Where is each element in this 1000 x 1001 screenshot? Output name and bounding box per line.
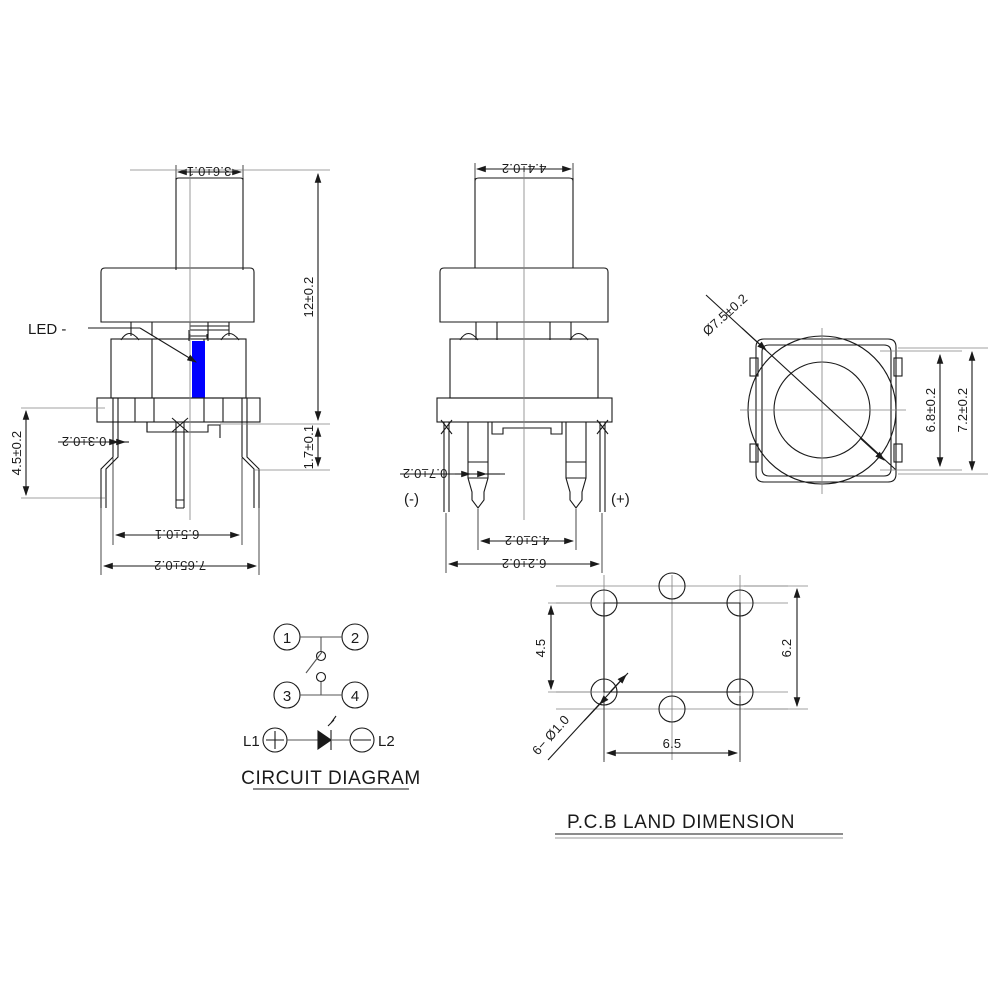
top-tab-bottom-left: [749, 443, 759, 463]
dim-label-side-pin-width: 0.7±0.2: [403, 466, 448, 481]
pcb-land-diagram: [547, 572, 843, 839]
pcb-hole-callout-label: 6− Ø1.0: [529, 712, 572, 758]
pcb-hole-6: [658, 695, 686, 723]
side-break-left: [440, 419, 453, 435]
led-emission-arrows: [327, 715, 337, 727]
front-terminal-right-inner: [246, 398, 260, 508]
dim-label-pcb-horizontal: 6.5: [663, 736, 682, 751]
pcb-hole-5: [658, 572, 686, 600]
front-cap-ribs: [130, 322, 230, 336]
pcb-outline: [603, 602, 741, 693]
dim-label-plunger-width: 3.6±0.1: [187, 164, 232, 179]
front-plunger: [175, 177, 244, 270]
pcb-land-dimension-title: P.C.B LAND DIMENSION: [567, 812, 795, 833]
dim-side-overall-width: [445, 513, 603, 573]
dim-front-terminal-height: [255, 426, 330, 471]
dim-side-plunger-width: [474, 163, 574, 184]
pcb-hole-callout-leader: [547, 672, 629, 761]
dim-front-total-height: [130, 169, 330, 425]
dim-label-top-diameter: Ø7.5±0.2: [700, 291, 751, 339]
side-flange: [436, 397, 613, 423]
front-terminal-left-inner: [105, 398, 119, 508]
circuit-pin-2-label: 2: [351, 630, 359, 647]
side-pin-right-steps: [566, 461, 586, 479]
front-break-x: [171, 417, 189, 433]
dim-pcb-vertical-inner: [547, 602, 600, 693]
dim-top-overall-height: [898, 347, 988, 475]
dim-label-total-height: 12±0.2: [301, 277, 316, 318]
front-cap: [100, 267, 255, 323]
dim-label-terminal-height: 1.7±0.1: [301, 425, 316, 470]
dim-side-pin-pitch: [477, 509, 577, 550]
dim-front-overall-width: [100, 470, 260, 575]
side-break-right: [596, 419, 609, 435]
front-terminal-right-outer: [241, 398, 255, 508]
led-terminal-right-label: L2: [378, 733, 395, 750]
dim-label-side-overall-width: 6.2±0.2: [502, 556, 547, 571]
dim-label-pcb-vertical-outer: 6.2: [779, 639, 794, 658]
dim-label-overall-width: 7.65±0.2: [154, 558, 206, 573]
top-tab-top-right: [893, 357, 903, 377]
circuit-diagram: [253, 623, 409, 790]
side-terminal-left: [443, 422, 450, 512]
circuit-contact-lower: [315, 671, 327, 683]
led-terminal-left-label: L1: [243, 733, 260, 750]
dim-top-diameter-leader: [705, 294, 897, 471]
front-arc-right: [220, 332, 240, 341]
dim-label-top-body-height: 6.8±0.2: [923, 388, 938, 433]
top-outer-square: [755, 338, 897, 483]
dim-label-terminal-thickness: 0.3±0.2: [62, 434, 107, 449]
front-arc-left: [120, 332, 140, 341]
circuit-pin-4-label: 4: [351, 688, 359, 705]
front-led-housing: [188, 330, 209, 341]
dim-pcb-vertical-outer: [744, 585, 808, 710]
polarity-negative-label: (-): [404, 491, 419, 508]
led-leader-line: [88, 327, 197, 363]
circuit-contact-upper: [315, 650, 327, 662]
led-triangle: [317, 729, 332, 751]
side-terminal-right: [599, 422, 606, 512]
top-centerlines: [740, 328, 906, 494]
top-tab-top-left: [749, 357, 759, 377]
dim-pcb-horizontal: [603, 696, 741, 762]
dim-top-body-height: [880, 350, 962, 471]
circuit-pin-1-label: 1: [283, 630, 291, 647]
side-pin-left: [467, 422, 489, 509]
top-tab-bottom-right: [893, 443, 903, 463]
side-arc-right: [569, 332, 589, 341]
front-view: [21, 165, 330, 575]
circuit-diagram-title: CIRCUIT DIAGRAM: [241, 768, 421, 789]
side-cap: [439, 267, 609, 323]
dim-label-pcb-vertical-inner: 4.5: [533, 639, 548, 658]
dim-label-side-plunger-width: 4.4±0.2: [502, 161, 547, 176]
side-cap-ribs: [475, 322, 572, 340]
side-undercut: [491, 422, 563, 435]
side-pin-left-steps: [468, 461, 488, 479]
polarity-positive-label: (+): [611, 491, 630, 508]
circuit-pin-3-label: 3: [283, 688, 291, 705]
front-center-detail: [190, 325, 229, 331]
led-plus-sign: [266, 731, 284, 749]
front-flange-ribs: [134, 398, 224, 422]
circuit-switch-lever: [305, 651, 323, 674]
dim-label-top-overall-height: 7.2±0.2: [955, 388, 970, 433]
front-center-pin: [175, 422, 185, 509]
dim-label-side-pin-pitch: 4.5±0.2: [505, 533, 550, 548]
side-arc-left: [459, 332, 479, 341]
dim-front-pin-pitch: [112, 458, 243, 545]
front-terminal-left-outer: [100, 398, 114, 508]
dim-label-pin-pitch: 6.5±0.1: [155, 527, 200, 542]
front-flange: [96, 397, 261, 423]
dim-label-terminal-span: 4.5±0.2: [9, 431, 24, 476]
pcb-hole-2: [726, 589, 754, 617]
top-view: [705, 294, 988, 494]
led-label: LED -: [28, 321, 66, 338]
side-view: [400, 163, 613, 573]
front-body: [110, 338, 247, 399]
dim-front-terminal-span: [21, 407, 105, 499]
dim-front-plunger-width: [175, 165, 244, 186]
side-pin-right: [565, 422, 587, 509]
led-element: [192, 341, 205, 398]
